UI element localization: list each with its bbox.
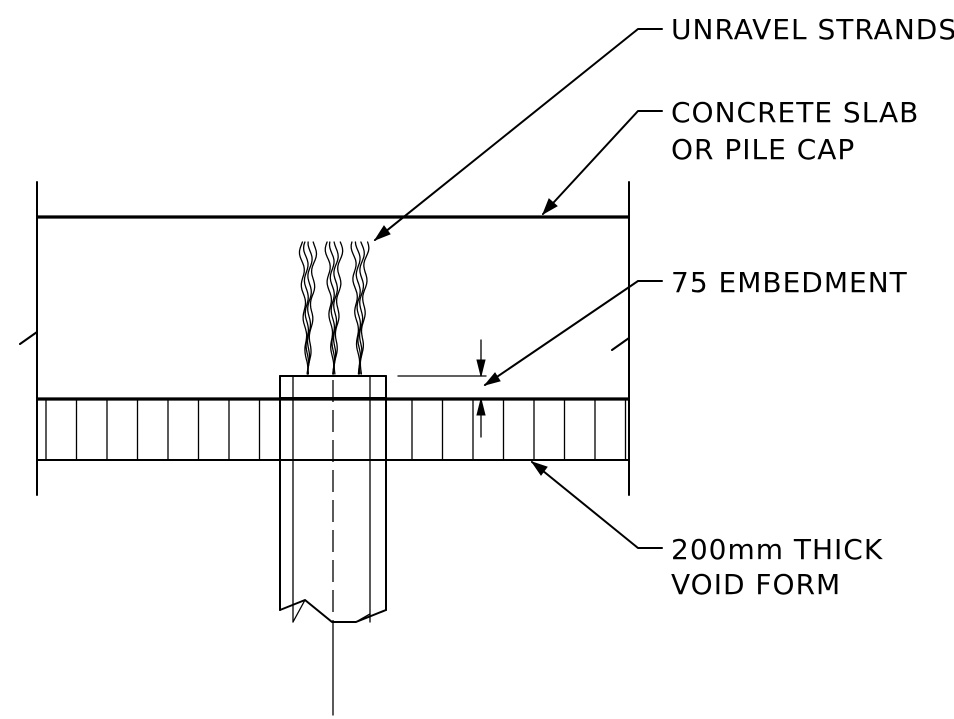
unravelled-strands [298,241,370,375]
label-embedment: 75 EMBEDMENT [671,266,908,299]
label-void-form: VOID FORM [671,568,841,601]
embedment-dimension [397,339,487,438]
strand-wire [350,241,361,375]
leader-unravel [373,28,663,242]
strand-wire [328,241,336,375]
strand-wire [333,241,344,375]
strand-wire [359,241,370,375]
strand-wire [358,241,365,375]
strand-wire [307,241,318,375]
strand-wire [302,241,310,375]
strand-wire [324,241,335,375]
strand-wire [354,241,362,375]
slab-right-break-line [611,181,630,496]
leader-void [530,461,663,549]
leader-slab [542,110,663,216]
leader-embedment [483,280,663,386]
void-form-hatching [45,398,627,461]
strand-wire [332,241,339,375]
strand-wire [306,241,313,375]
precast-pile [279,375,387,716]
label-unravel-strands: UNRAVEL STRANDS [671,13,954,46]
dim-arrow-top [476,359,486,377]
slab-left-break-line [19,181,38,496]
label-pile-cap: OR PILE CAP [671,133,855,166]
label-void-thickness: 200mm THICK [671,533,883,566]
dim-arrow-bottom [476,398,486,416]
strand-wire [298,241,309,375]
label-concrete-slab: CONCRETE SLAB [671,96,919,129]
